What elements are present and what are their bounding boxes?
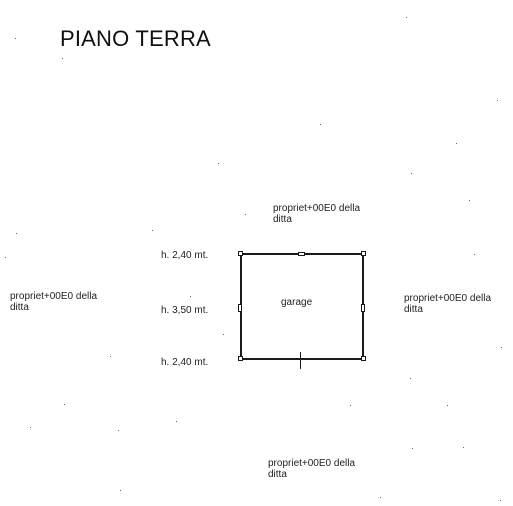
height-label-top: h. 2,40 mt. (161, 250, 209, 261)
scan-speck (474, 254, 475, 255)
scan-speck (497, 100, 498, 101)
scan-speck (223, 334, 224, 335)
scan-speck (320, 124, 321, 125)
scan-speck (5, 257, 6, 258)
page-title: PIANO TERRA (60, 26, 211, 51)
scan-speck (406, 17, 407, 18)
corner-handle-top-left (238, 251, 243, 256)
scan-speck (218, 163, 219, 164)
height-label-middle: h. 3,50 mt. (161, 305, 209, 316)
midpoint-handle-left (238, 304, 242, 312)
scan-speck (411, 173, 412, 174)
corner-handle-top-right (361, 251, 366, 256)
scan-speck (30, 427, 31, 428)
neighbor-label-south: propriet+00E0 della ditta (268, 458, 356, 480)
scan-speck (380, 497, 381, 498)
scan-speck (447, 405, 448, 406)
scan-speck (469, 200, 470, 201)
room-label: garage (281, 297, 313, 308)
scan-speck (463, 447, 464, 448)
neighbor-label-east: propriet+00E0 della ditta (404, 293, 492, 315)
height-label-bottom: h. 2,40 mt. (161, 357, 209, 368)
scan-speck (62, 58, 63, 59)
midpoint-handle-top (298, 252, 305, 256)
scan-speck (245, 214, 246, 215)
corner-handle-bottom-right (361, 356, 366, 361)
scan-speck (350, 405, 351, 406)
scan-speck (16, 233, 17, 234)
scan-speck (118, 430, 119, 431)
scan-speck (15, 38, 16, 39)
neighbor-label-north: propriet+00E0 della ditta (273, 203, 361, 225)
neighbor-label-west: propriet+00E0 della ditta (10, 291, 98, 313)
scan-speck (501, 347, 502, 348)
scan-speck (120, 490, 121, 491)
scan-speck (412, 448, 413, 449)
scan-speck (190, 296, 191, 297)
scan-speck (410, 378, 411, 379)
scan-speck (456, 143, 457, 144)
bottom-wall-tick (300, 352, 301, 369)
corner-handle-bottom-left (238, 356, 243, 361)
scan-speck (152, 230, 153, 231)
scan-speck (110, 356, 111, 357)
scan-speck (500, 500, 501, 501)
scan-speck (176, 421, 177, 422)
scan-speck (64, 404, 65, 405)
midpoint-handle-right (361, 304, 365, 312)
